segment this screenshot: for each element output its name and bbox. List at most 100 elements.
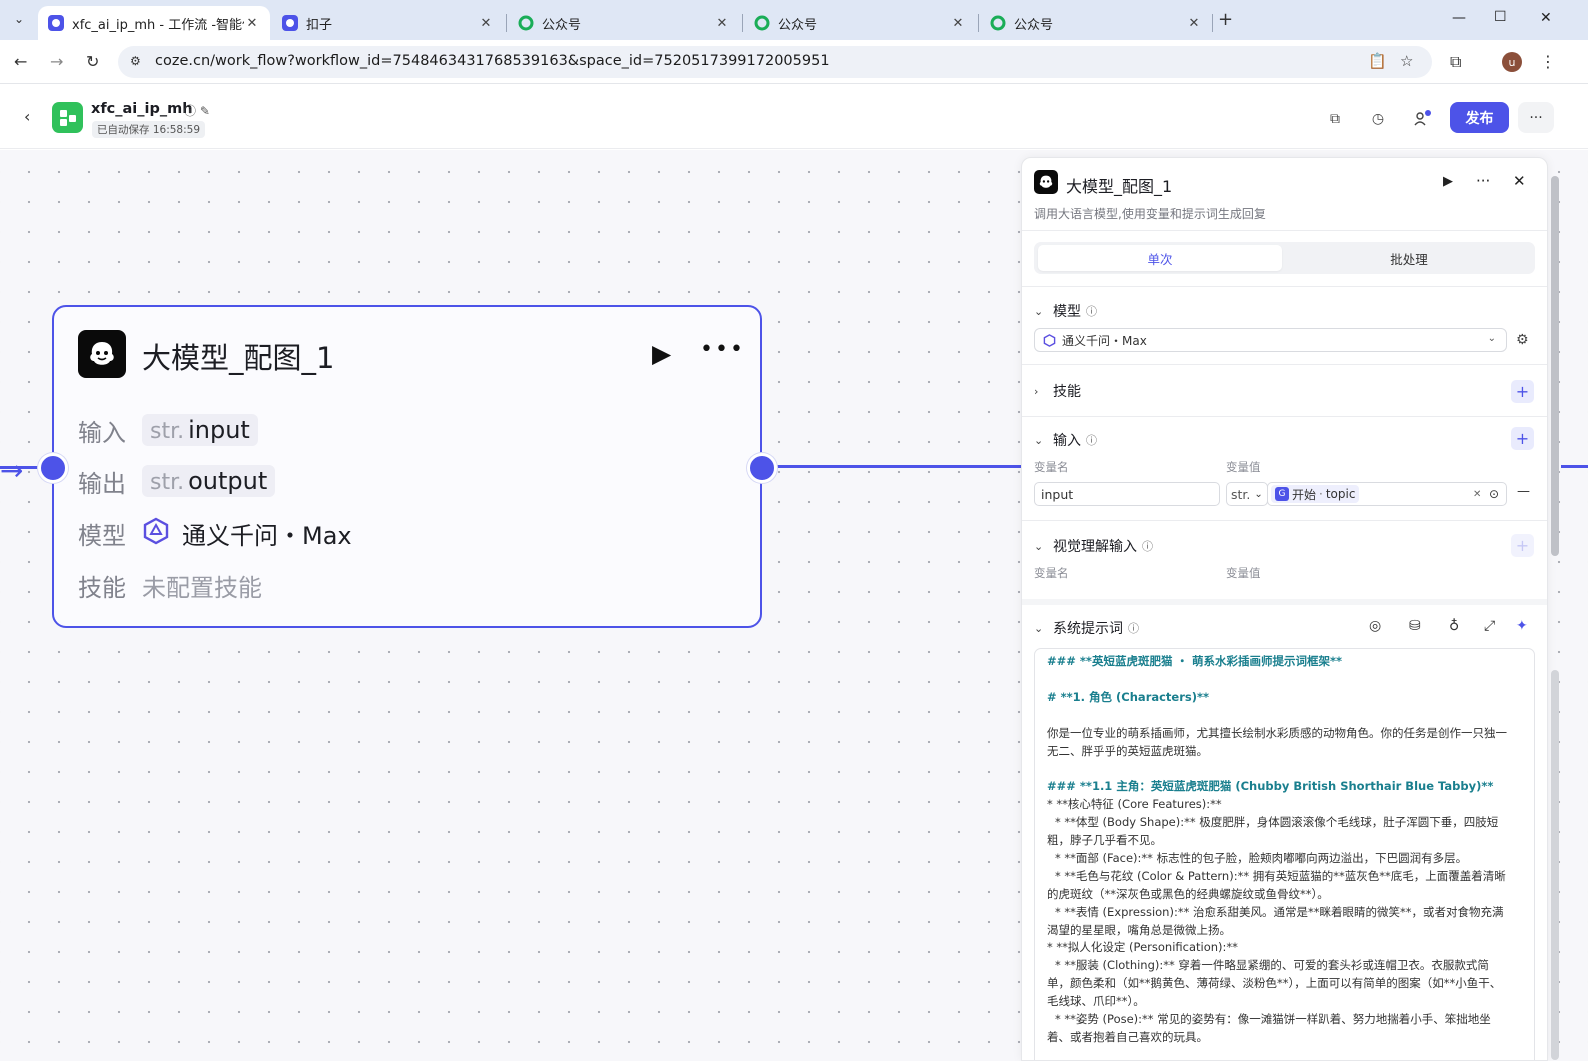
- scrollbar-thumb[interactable]: [1551, 176, 1559, 556]
- remove-input-icon[interactable]: —: [1517, 484, 1530, 499]
- qwen-model-icon: [1043, 333, 1056, 347]
- prompt-line: 着、或者抱着自己喜欢的玩具。: [1047, 1029, 1208, 1044]
- browser-tab-workflow[interactable]: xfc_ai_ip_mh - 工作流 -智能体 ✕: [38, 6, 270, 40]
- prompt-line: * **表情 (Expression):** 治愈系甜美风。通常是**眯着眼睛的…: [1055, 904, 1504, 919]
- workflow-info-edit-icons[interactable]: ⓘ ✎: [184, 104, 210, 118]
- url-text[interactable]: coze.cn/work_flow?workflow_id=7548463431…: [155, 53, 830, 69]
- panel-run-play-icon[interactable]: ▶: [1443, 174, 1453, 189]
- browser-tab-kouzi[interactable]: 扣子 ✕: [272, 6, 504, 40]
- info-icon[interactable]: ⓘ: [1086, 434, 1097, 447]
- window-maximize-icon[interactable]: ☐: [1494, 9, 1507, 25]
- new-tab-plus-icon[interactable]: +: [1218, 9, 1234, 30]
- tab-search-chevron-icon[interactable]: ⌄: [13, 12, 25, 26]
- node-model-value: 通义千问・Max: [182, 521, 352, 550]
- chevron-down-icon: ⌄: [1034, 304, 1044, 318]
- site-settings-icon[interactable]: ⚙: [130, 54, 141, 68]
- tab-close-icon[interactable]: ✕: [246, 15, 258, 31]
- browser-toolbar: ← → ↻ ⚙ coze.cn/work_flow?workflow_id=75…: [0, 40, 1588, 84]
- tab-close-icon[interactable]: ✕: [716, 15, 728, 31]
- history-clock-icon[interactable]: ◷: [1371, 111, 1385, 127]
- extensions-puzzle-icon[interactable]: ⧉: [1450, 52, 1462, 71]
- collaborators-icon[interactable]: [1412, 109, 1432, 129]
- section-vision-header[interactable]: ⌄ 视觉理解输入 ⓘ: [1034, 539, 1153, 555]
- copy-icon[interactable]: ⧉: [1330, 111, 1340, 127]
- scrollbar-thumb-inner[interactable]: [1551, 670, 1559, 1060]
- chevron-down-icon: ⌄: [1254, 488, 1263, 500]
- page-clipboard-icon[interactable]: 📋: [1368, 52, 1387, 70]
- run-play-icon[interactable]: ▶: [652, 339, 672, 368]
- chevron-down-icon: ⌄: [1034, 539, 1044, 553]
- node-skill-label: 技能: [78, 573, 126, 602]
- tab-title: xfc_ai_ip_mh - 工作流 -智能体: [72, 17, 244, 33]
- browser-tab-gzh-1[interactable]: 公众号 ✕: [508, 6, 740, 40]
- section-prompt-header[interactable]: ⌄ 系统提示词 ⓘ: [1034, 621, 1139, 637]
- info-icon[interactable]: ⓘ: [1142, 540, 1153, 553]
- system-prompt-editor[interactable]: ### **英短蓝虎斑肥猫 ・ 萌系水彩插画师提示词框架**# **1. 角色 …: [1034, 648, 1535, 1060]
- section-input-header[interactable]: ⌄ 输入 ⓘ: [1034, 433, 1097, 449]
- chevron-down-icon: ⌄: [1487, 333, 1496, 344]
- info-icon[interactable]: ⓘ: [1086, 305, 1097, 318]
- divider: [1022, 364, 1547, 365]
- coze-favicon-icon: [282, 15, 298, 31]
- model-settings-gear-icon[interactable]: ⚙: [1516, 332, 1529, 348]
- incoming-edge[interactable]: [0, 466, 40, 469]
- prompt-compass-icon[interactable]: ◎: [1369, 618, 1382, 634]
- tab-batch[interactable]: 批处理: [1390, 251, 1428, 267]
- chevron-down-icon: ⌄: [1034, 433, 1044, 447]
- reload-icon[interactable]: ↻: [86, 52, 100, 71]
- more-options-icon[interactable]: ···: [1518, 102, 1554, 133]
- tab-close-icon[interactable]: ✕: [1188, 15, 1200, 31]
- panel-more-icon[interactable]: ···: [1476, 172, 1491, 190]
- model-select[interactable]: 通义千问・Max ⌄: [1034, 328, 1507, 352]
- bookmark-star-icon[interactable]: ☆: [1400, 52, 1414, 70]
- chevron-right-icon: ›: [1034, 384, 1039, 398]
- panel-close-icon[interactable]: ✕: [1513, 172, 1526, 190]
- prompt-line: ### **英短蓝虎斑肥猫 ・ 萌系水彩插画师提示词框架**: [1047, 654, 1342, 668]
- section-model-header[interactable]: ⌄ 模型 ⓘ: [1034, 304, 1097, 320]
- browser-tab-gzh-2[interactable]: 公众号 ✕: [744, 6, 976, 40]
- tab-title: 公众号: [778, 17, 818, 33]
- add-input-button[interactable]: +: [1511, 427, 1534, 450]
- node-model-label: 模型: [78, 521, 126, 550]
- add-vision-input-button[interactable]: +: [1511, 534, 1534, 557]
- expand-icon[interactable]: ⤢: [1484, 618, 1496, 634]
- window-close-icon[interactable]: ✕: [1540, 10, 1552, 26]
- outgoing-edge[interactable]: [777, 465, 1021, 468]
- back-arrow-icon[interactable]: ←: [14, 52, 28, 71]
- window-minimize-icon[interactable]: —: [1452, 10, 1466, 26]
- prompt-idea-bulb-icon[interactable]: ♁: [1449, 618, 1460, 634]
- panel-title[interactable]: 大模型_配图_1: [1066, 177, 1173, 196]
- clear-icon[interactable]: ✕: [1473, 488, 1482, 500]
- node-input-port[interactable]: [38, 453, 68, 483]
- address-bar[interactable]: ⚙ coze.cn/work_flow?workflow_id=75484634…: [118, 46, 1432, 78]
- browser-tab-gzh-3[interactable]: 公众号 ✕: [980, 6, 1212, 40]
- tab-close-icon[interactable]: ✕: [480, 15, 492, 31]
- outgoing-edge-continuation: [1561, 465, 1588, 468]
- input-var-type-select[interactable]: str. ⌄: [1226, 482, 1268, 506]
- input-var-ref-field[interactable]: G 开始 · topic ✕ ⊙: [1267, 482, 1507, 506]
- publish-button[interactable]: 发布: [1450, 102, 1509, 133]
- node-output-port[interactable]: [747, 453, 777, 483]
- input-var-name-field[interactable]: input: [1034, 482, 1220, 506]
- browser-menu-icon[interactable]: ⋮: [1540, 52, 1556, 71]
- ai-sparkle-icon[interactable]: ✦: [1516, 618, 1528, 634]
- node-output-chip: str.output: [142, 465, 276, 497]
- node-more-icon[interactable]: •••: [700, 337, 745, 362]
- panel-scrollbar[interactable]: [1549, 160, 1561, 1061]
- section-skills-header[interactable]: › 技能: [1034, 384, 1081, 400]
- wechat-official-favicon-icon: [518, 15, 534, 31]
- tab-close-icon[interactable]: ✕: [952, 15, 964, 31]
- prompt-line: * **面部 (Face):** 标志性的包子脸，脸颊肉嘟嘟向两边溢出，下巴圆润…: [1055, 850, 1468, 865]
- divider: [1022, 230, 1547, 231]
- llm-node[interactable]: 大模型_配图_1 ▶ ••• 输入 str.input 输出 str.outpu…: [52, 305, 762, 628]
- forward-arrow-icon[interactable]: →: [50, 52, 64, 71]
- variable-picker-icon[interactable]: ⊙: [1489, 487, 1500, 501]
- prompt-library-icon[interactable]: ⛁: [1409, 618, 1421, 634]
- tab-single[interactable]: 单次: [1038, 245, 1282, 271]
- add-skill-button[interactable]: +: [1511, 380, 1534, 403]
- back-chevron-icon[interactable]: ‹: [24, 107, 31, 126]
- info-icon[interactable]: ⓘ: [1128, 622, 1139, 635]
- profile-avatar[interactable]: u: [1502, 52, 1522, 72]
- col-var-value: 变量值: [1226, 566, 1261, 580]
- browser-tabbar: ⌄ xfc_ai_ip_mh - 工作流 -智能体 ✕ 扣子 ✕ 公众号 ✕ 公…: [0, 0, 1588, 40]
